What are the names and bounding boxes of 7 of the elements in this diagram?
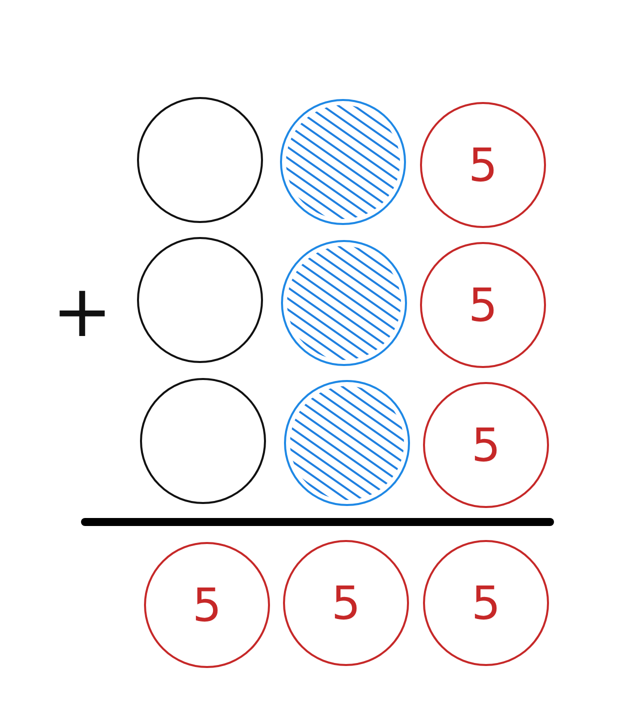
digit: 5 — [468, 282, 498, 328]
digit: 5 — [192, 582, 222, 628]
plus-sign: + — [52, 275, 112, 347]
digit: 5 — [468, 142, 498, 188]
digit: 5 — [471, 580, 501, 626]
digit: 5 — [471, 422, 501, 468]
digit: 5 — [331, 580, 361, 626]
